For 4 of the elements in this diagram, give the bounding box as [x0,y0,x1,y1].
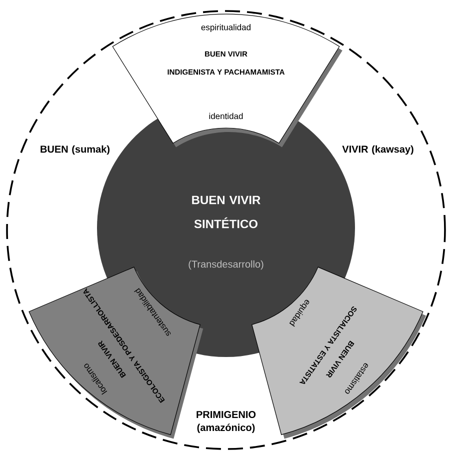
ring-label: PRIMIGENIO (amazónico) [196,410,256,434]
panel-keyword: identidad [209,112,243,120]
sector-panel [112,14,342,148]
panel-keyword: espiritualidad [201,24,250,32]
